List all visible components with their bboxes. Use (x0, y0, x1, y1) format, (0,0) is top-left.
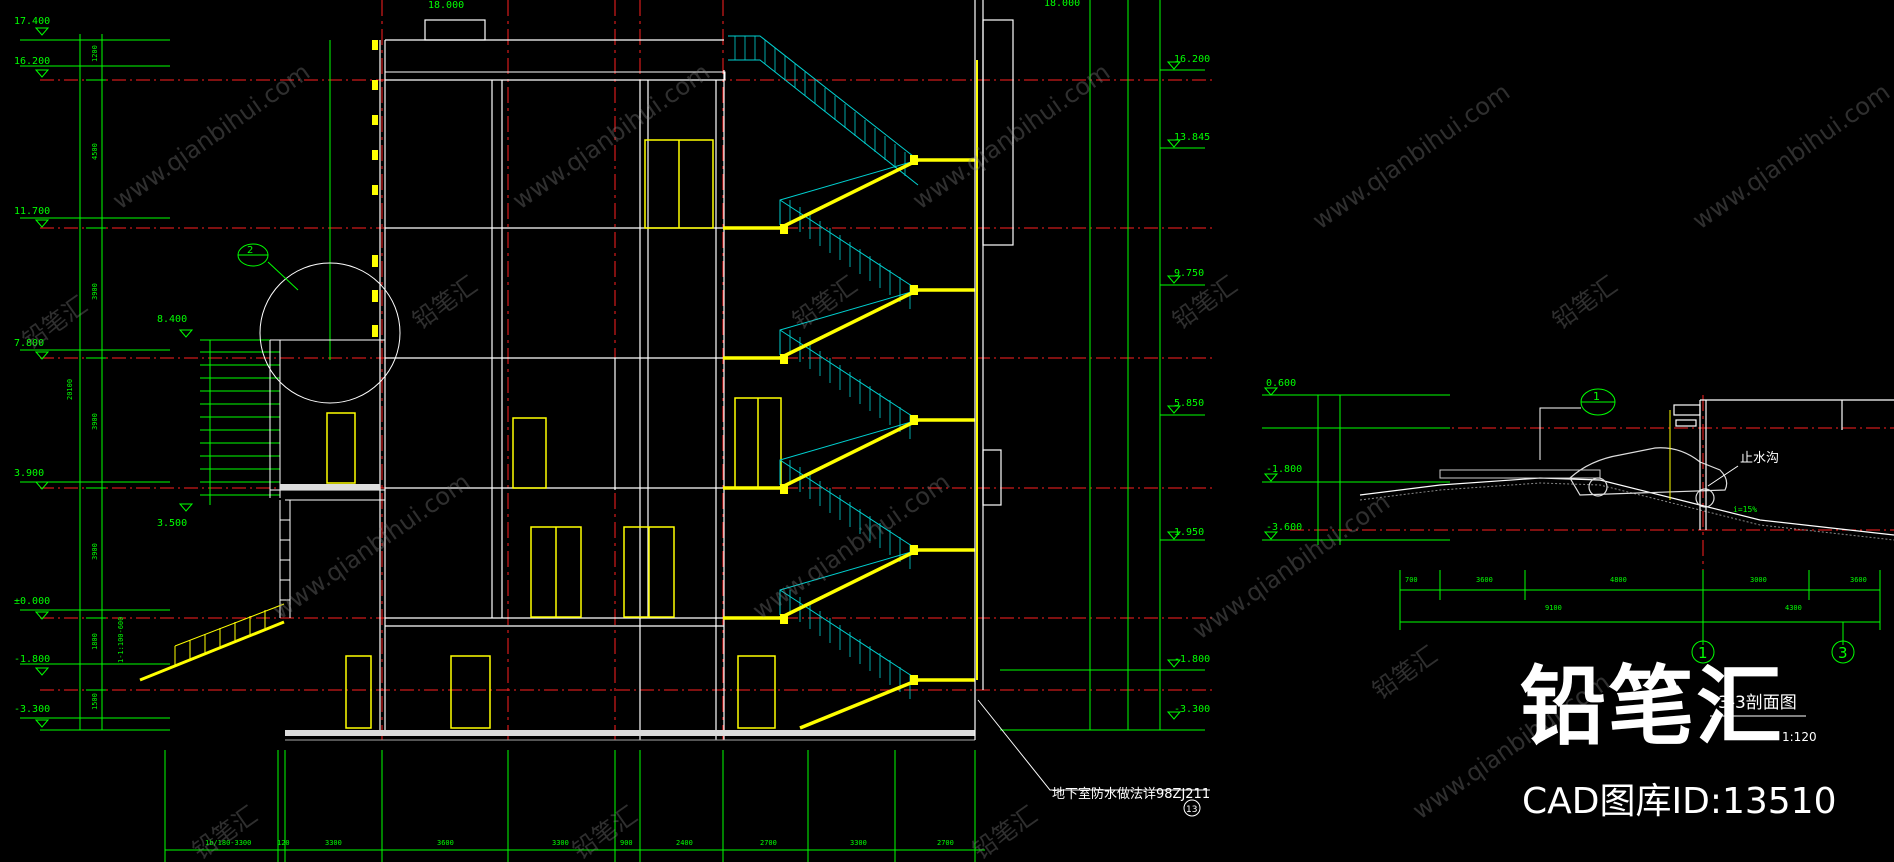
svg-text:1200: 1200 (91, 45, 99, 62)
elev-17400: 17.400 (14, 16, 50, 27)
svg-text:3900: 3900 (91, 413, 99, 430)
svg-text:4500: 4500 (91, 143, 99, 160)
svg-text:2400: 2400 (676, 839, 693, 847)
drain-label: 止水沟 (1740, 451, 1779, 466)
detail-marker-2: 2 (247, 245, 253, 256)
elev-3500: 3.500 (157, 518, 187, 529)
svg-text:www.qianbihui.com: www.qianbihui.com (1687, 78, 1894, 235)
elev-minus-1800: -1.800 (14, 654, 50, 665)
section-title: 3-3剖面图 (1718, 693, 1797, 713)
svg-text:铅笔汇: 铅笔汇 (1167, 271, 1242, 335)
svg-text:0.600: 0.600 (1266, 378, 1296, 389)
section-scale: 1:120 (1782, 730, 1817, 744)
elev-0000: ±0.000 (14, 596, 50, 607)
left-annex: 2 1-1:100-600 (117, 243, 401, 682)
svg-text:-1.800: -1.800 (1266, 464, 1302, 475)
svg-text:3300: 3300 (325, 839, 342, 847)
elev-3900: 3.900 (14, 468, 44, 479)
svg-text:700: 700 (1405, 576, 1418, 584)
elev-top: 18.000 (428, 0, 464, 11)
brand-logo-text: 铅笔汇 (1520, 657, 1784, 757)
svg-text:20100: 20100 (66, 379, 74, 400)
svg-text:铅笔汇: 铅笔汇 (967, 801, 1042, 862)
svg-text:铅笔汇: 铅笔汇 (17, 291, 92, 355)
elev-7800: 7.800 (14, 338, 44, 349)
slope-label: i=15% (1733, 505, 1757, 514)
svg-text:120: 120 (277, 839, 290, 847)
axis-bubble-1: 1 (1698, 644, 1708, 662)
bottom-dimension-chain (164, 750, 985, 862)
waterproof-note: 地下室防水做法详98ZJ211 13 (977, 699, 1210, 817)
staircase (723, 0, 1014, 740)
elev-r-minus-3300: -3.300 (1174, 704, 1210, 715)
elev-r-1950: 1.950 (1174, 527, 1204, 538)
waterproof-ref: 13 (1186, 805, 1197, 815)
section-3-3: 0.600 -1.800 -3.600 1 止水沟 i=15% (1262, 378, 1894, 744)
svg-text:900: 900 (620, 839, 633, 847)
svg-text:www.qianbihui.com: www.qianbihui.com (1307, 78, 1515, 235)
svg-text:3300: 3300 (552, 839, 569, 847)
svg-text:3900: 3900 (91, 543, 99, 560)
detail-marker-1: 1 (1593, 390, 1600, 403)
svg-text:1800: 1800 (91, 633, 99, 650)
svg-text:3600: 3600 (1850, 576, 1867, 584)
svg-text:3600: 3600 (437, 839, 454, 847)
svg-text:铅笔汇: 铅笔汇 (187, 801, 262, 862)
svg-text:www.qianbihui.com: www.qianbihui.com (267, 468, 475, 625)
elev-r-13845: 13.845 (1174, 132, 1210, 143)
svg-text:1500: 1500 (91, 693, 99, 710)
main-building-section (280, 19, 975, 741)
svg-text:1-1:100-600: 1-1:100-600 (117, 617, 125, 663)
car-icon (1569, 447, 1728, 508)
svg-text:3000: 3000 (1750, 576, 1767, 584)
svg-text:铅笔汇: 铅笔汇 (1367, 641, 1442, 705)
brand-id-label: CAD图库ID:13510 (1522, 781, 1837, 822)
svg-text:www.qianbihui.com: www.qianbihui.com (1187, 488, 1395, 645)
svg-text:www.qianbihui.com: www.qianbihui.com (107, 58, 315, 215)
svg-text:3900: 3900 (91, 283, 99, 300)
right-elevation-labels: 16.200 13.845 9.750 5.850 1.950 -1.800 -… (1174, 54, 1210, 715)
svg-text:2700: 2700 (760, 839, 777, 847)
svg-text:4300: 4300 (1785, 604, 1802, 612)
svg-text:9100: 9100 (1545, 604, 1562, 612)
svg-text:3300: 3300 (850, 839, 867, 847)
bottom-dimension-labels: 1b/180-3300 120 3300 3600 3300 900 2400 … (205, 839, 954, 847)
svg-text:www.qianbihui.com: www.qianbihui.com (507, 58, 715, 215)
left-elevation-symbols (34, 27, 194, 728)
axis-bubble-3: 3 (1838, 644, 1848, 662)
svg-text:www.qianbihui.com: www.qianbihui.com (747, 468, 955, 625)
svg-text:铅笔汇: 铅笔汇 (1547, 271, 1622, 335)
left-elevation-labels: 17.400 16.200 11.700 8.400 7.800 3.900 3… (14, 0, 1080, 715)
elev-top-right: 18.000 (1044, 0, 1080, 9)
svg-text:铅笔汇: 铅笔汇 (787, 271, 862, 335)
svg-text:2700: 2700 (937, 839, 954, 847)
elev-r-16200: 16.200 (1174, 54, 1210, 65)
svg-text:3600: 3600 (1476, 576, 1493, 584)
svg-text:铅笔汇: 铅笔汇 (567, 801, 642, 862)
elev-16200: 16.200 (14, 56, 50, 67)
svg-text:4800: 4800 (1610, 576, 1627, 584)
elev-minus-3300: -3.300 (14, 704, 50, 715)
elev-11700: 11.700 (14, 206, 50, 217)
elev-r-9750: 9.750 (1174, 268, 1204, 279)
waterproof-note-text: 地下室防水做法详98ZJ211 (1052, 786, 1210, 802)
section-3-3-elevations: 0.600 -1.800 -3.600 (1266, 378, 1302, 533)
svg-text:-3.600: -3.600 (1266, 522, 1302, 533)
elev-r-minus-1800: -1.800 (1174, 654, 1210, 665)
elev-r-5850: 5.850 (1174, 398, 1204, 409)
left-tick-dims: 1200 4500 3900 3900 3900 1800 1500 20100 (66, 45, 99, 710)
svg-text:铅笔汇: 铅笔汇 (407, 271, 482, 335)
svg-text:1b/180-3300: 1b/180-3300 (205, 839, 251, 847)
svg-text:www.qianbihui.com: www.qianbihui.com (907, 58, 1115, 215)
elev-8400: 8.400 (157, 314, 187, 325)
right-dimension-chains (1000, 0, 1205, 731)
